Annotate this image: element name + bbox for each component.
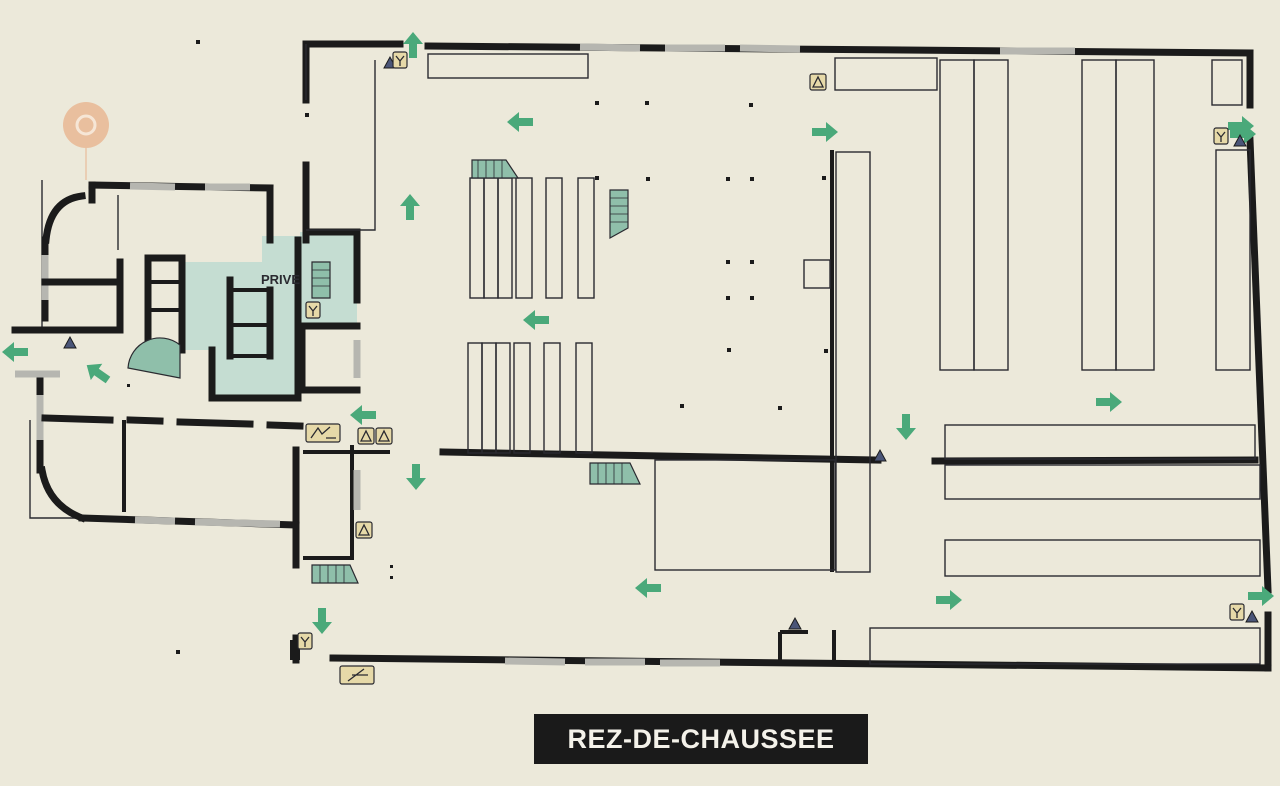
fire-alarm-icon <box>355 521 373 539</box>
fire-alarm-icon <box>375 427 393 445</box>
assembly-point-icon <box>63 102 109 180</box>
exit-arrow-icon <box>507 112 533 132</box>
electrical-panel-icon <box>305 423 341 443</box>
safety-symbols <box>297 51 1245 685</box>
exit-arrow-icon <box>400 194 420 220</box>
exit-arrow-icon <box>350 405 376 425</box>
exit-arrow-icon <box>406 464 426 490</box>
fire-extinguisher-icon <box>63 335 77 349</box>
exit-arrow-icon <box>312 608 332 634</box>
columns <box>127 40 828 660</box>
staircase-icon <box>127 159 641 584</box>
hose-reel-icon <box>1213 127 1229 145</box>
exit-arrow-icon <box>896 414 916 440</box>
exit-arrow-icon <box>2 342 28 362</box>
interior-walls <box>303 150 1259 660</box>
exit-arrow-icon <box>1096 392 1122 412</box>
left-annex <box>11 180 361 529</box>
hose-reel-icon <box>297 632 313 650</box>
main-hall-walls <box>292 40 1272 672</box>
shelving <box>427 53 1261 665</box>
room-label-prive: PRIVE <box>261 272 300 287</box>
hose-reel-icon <box>1229 603 1245 621</box>
fire-alarm-icon <box>357 427 375 445</box>
fire-extinguisher-icon <box>788 616 802 630</box>
windows <box>504 43 1075 667</box>
fire-extinguisher-icon <box>1245 609 1259 623</box>
fire-extinguisher-icon <box>873 448 887 462</box>
electrical-panel-icon <box>339 665 375 685</box>
floor-title: REZ-DE-CHAUSSEE <box>534 714 868 764</box>
exit-arrow-icon <box>936 590 962 610</box>
exit-arrow-icon <box>635 578 661 598</box>
fire-alarm-icon <box>809 73 827 91</box>
exit-arrow-icon <box>523 310 549 330</box>
hose-reel-icon <box>392 51 408 69</box>
exit-arrow-icon <box>80 356 114 389</box>
hose-reel-icon <box>305 301 321 319</box>
entrance-vestibule <box>305 44 376 231</box>
exit-arrow-icon <box>812 122 838 142</box>
fire-extinguisher-icon <box>1233 133 1247 147</box>
